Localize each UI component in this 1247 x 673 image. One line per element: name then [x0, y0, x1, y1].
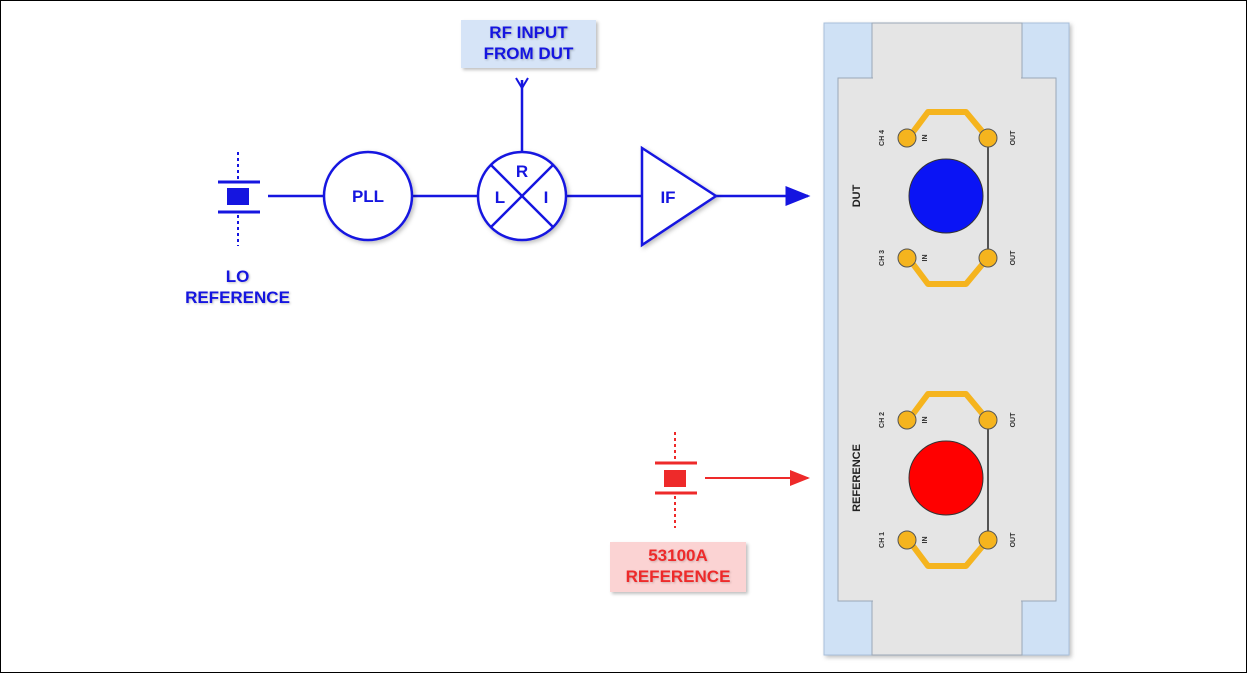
dut-label: DUT: [851, 184, 863, 207]
ch2-in-label: IN: [922, 417, 929, 424]
if-amplifier-block: [640, 145, 719, 248]
if-label: IF: [660, 188, 675, 207]
ch4-label: CH 4: [879, 130, 886, 146]
ch4-in-label: IN: [922, 135, 929, 142]
reference-section: REFERENCE CH 2 CH 1 IN IN OUT OUT: [851, 391, 1017, 569]
mixer-x-icon: [490, 164, 554, 228]
ch3-label: CH 3: [879, 250, 886, 266]
ch4-out-connector: [978, 128, 998, 148]
ch2-out-label: OUT: [1010, 412, 1017, 428]
ch2-out-connector: [978, 410, 998, 430]
ch3-out-connector: [978, 248, 998, 268]
instrument-panel: [823, 22, 1070, 656]
ch3-in-connector: [897, 248, 917, 268]
lo-reference-label: LO REFERENCE: [160, 266, 315, 308]
lo-reference-line-2: REFERENCE: [185, 288, 290, 307]
ch4-out-label: OUT: [1010, 130, 1017, 146]
ch1-in-connector: [897, 530, 917, 550]
ch2-in-connector: [897, 410, 917, 430]
rf-input-line-1: RF INPUT: [489, 23, 568, 42]
ch2-label: CH 2: [879, 412, 886, 428]
53100a-reference-line-2: REFERENCE: [625, 567, 731, 586]
rf-input-line-2: FROM DUT: [483, 44, 574, 63]
53100a-reference-label: 53100A REFERENCE: [610, 542, 746, 592]
53100a-reference-line-1: 53100A: [648, 546, 708, 565]
rf-input-label: RF INPUT FROM DUT: [461, 20, 596, 68]
reference-crystal-icon: [655, 432, 697, 528]
ch3-out-label: OUT: [1010, 250, 1017, 266]
rf-input-arrow-icon: [515, 77, 529, 90]
mixer-port-i: I: [544, 188, 549, 207]
ch1-in-label: IN: [922, 537, 929, 544]
dut-section: DUT CH 4 CH 3 IN IN OUT OUT: [851, 109, 1017, 287]
ch1-label: CH 1: [879, 532, 886, 548]
ch1-out-connector: [978, 530, 998, 550]
dut-disc: [908, 158, 984, 234]
pll-label: PLL: [352, 187, 384, 206]
ch4-in-connector: [897, 128, 917, 148]
ch1-out-label: OUT: [1010, 532, 1017, 548]
mixer-port-l: L: [495, 188, 505, 207]
mixer-port-r: R: [516, 162, 528, 181]
reference-panel-label: REFERENCE: [851, 444, 863, 512]
lo-crystal-icon: [218, 152, 260, 246]
lo-reference-line-1: LO: [225, 267, 250, 286]
reference-disc: [908, 440, 984, 516]
pll-block: [322, 150, 414, 242]
signal-wires: [268, 80, 811, 206]
ch3-in-label: IN: [922, 255, 929, 262]
